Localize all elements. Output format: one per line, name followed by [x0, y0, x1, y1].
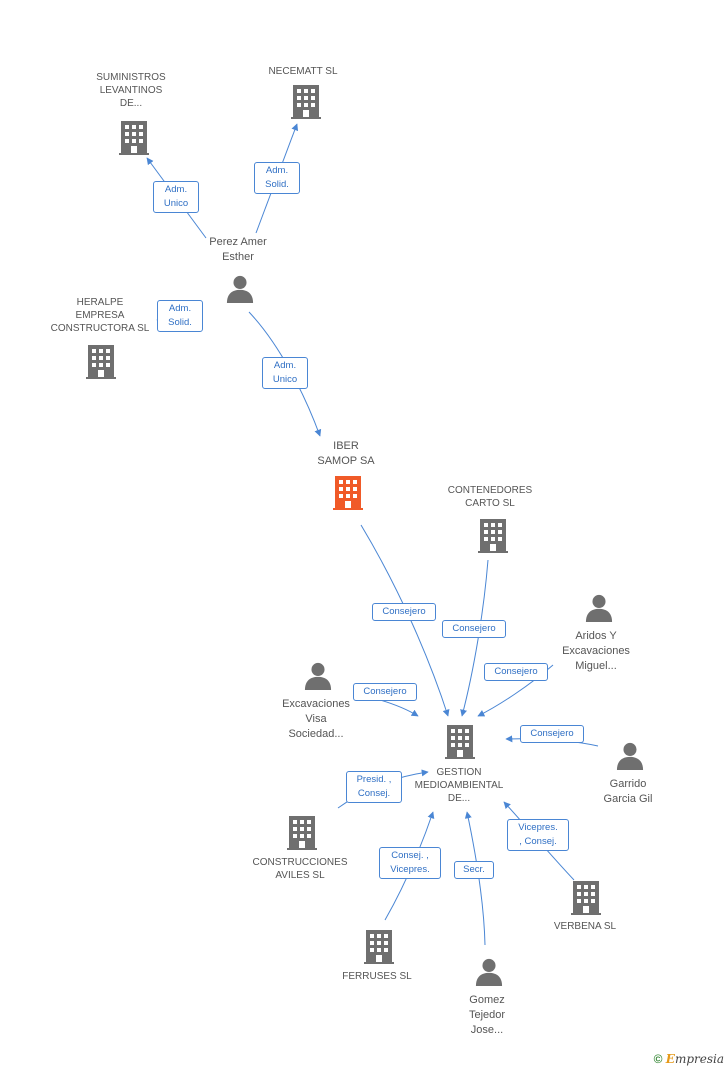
edge-label-perez-suministros[interactable]: Adm. Unico [153, 181, 199, 213]
edge-label-contenedores-gestion[interactable]: Consejero [442, 620, 506, 638]
copyright-symbol: © [653, 1052, 663, 1066]
building-icon-iber-samop[interactable] [333, 476, 363, 510]
building-icon-ferruses[interactable] [364, 930, 394, 964]
node-label-gestion[interactable]: GESTION MEDIOAMBIENTAL DE... [414, 767, 504, 804]
edge-label-excavaciones-gestion[interactable]: Consejero [353, 683, 417, 701]
edge-label-verbena-gestion[interactable]: Vicepres. , Consej. [507, 819, 569, 851]
building-icon-heralpe[interactable] [86, 345, 116, 379]
person-icon-excavaciones-visa[interactable] [304, 662, 332, 690]
edge-label-iber-gestion[interactable]: Consejero [372, 603, 436, 621]
node-label-contenedores[interactable]: CONTENEDORES CARTO SL [447, 485, 533, 509]
node-label-perez-amer[interactable]: Perez Amer Esther [209, 236, 267, 263]
edge-label-perez-heralpe[interactable]: Adm. Solid. [157, 300, 203, 332]
building-icon-verbena[interactable] [571, 881, 601, 915]
node-label-excavaciones-visa[interactable]: Excavaciones Visa Sociedad... [282, 698, 350, 740]
person-icon-garrido[interactable] [616, 742, 644, 770]
edge-iber-gestion [360, 524, 450, 717]
edge-label-aridos-gestion[interactable]: Consejero [484, 663, 548, 681]
node-label-verbena[interactable]: VERBENA SL [553, 921, 617, 932]
edge-label-construcciones-gestion[interactable]: Presid. , Consej. [346, 771, 402, 803]
node-label-suministros[interactable]: SUMINISTROS LEVANTINOS DE... [96, 72, 166, 109]
edge-label-ferruses-gestion[interactable]: Consej. , Vicepres. [379, 847, 441, 879]
node-label-aridos[interactable]: Aridos Y Excavaciones Miguel... [562, 630, 630, 672]
node-label-necematt[interactable]: NECEMATT SL [268, 66, 338, 77]
edge-label-garrido-gestion[interactable]: Consejero [520, 725, 584, 743]
person-icon-gomez[interactable] [475, 958, 503, 986]
building-icon-contenedores[interactable] [478, 519, 508, 553]
building-icon-gestion[interactable] [445, 725, 475, 759]
building-icon-construcciones-aviles[interactable] [287, 816, 317, 850]
person-icon-aridos[interactable] [585, 594, 613, 622]
node-label-iber-samop[interactable]: IBER SAMOP SA [317, 440, 375, 467]
edge-label-perez-iber[interactable]: Adm. Unico [262, 357, 308, 389]
building-icon-suministros[interactable] [119, 121, 149, 155]
node-label-construcciones-aviles[interactable]: CONSTRUCCIONES AVILES SL [252, 857, 348, 881]
footer-brand: © Empresia [654, 1052, 724, 1066]
brand-logo: Empresia [665, 1052, 724, 1066]
node-label-gomez[interactable]: Gomez Tejedor Jose... [468, 994, 506, 1036]
node-label-ferruses[interactable]: FERRUSES SL [342, 971, 412, 982]
person-icon-perez-amer[interactable] [226, 275, 254, 303]
node-label-garrido[interactable]: Garrido Garcia Gil [603, 778, 653, 805]
building-icon-necematt[interactable] [291, 85, 321, 119]
edge-label-perez-necematt[interactable]: Adm. Solid. [254, 162, 300, 194]
node-label-heralpe[interactable]: HERALPE EMPRESA CONSTRUCTORA SL [50, 297, 150, 334]
edge-label-gomez-gestion[interactable]: Secr. [454, 861, 494, 879]
edge-contenedores-gestion [460, 559, 489, 717]
